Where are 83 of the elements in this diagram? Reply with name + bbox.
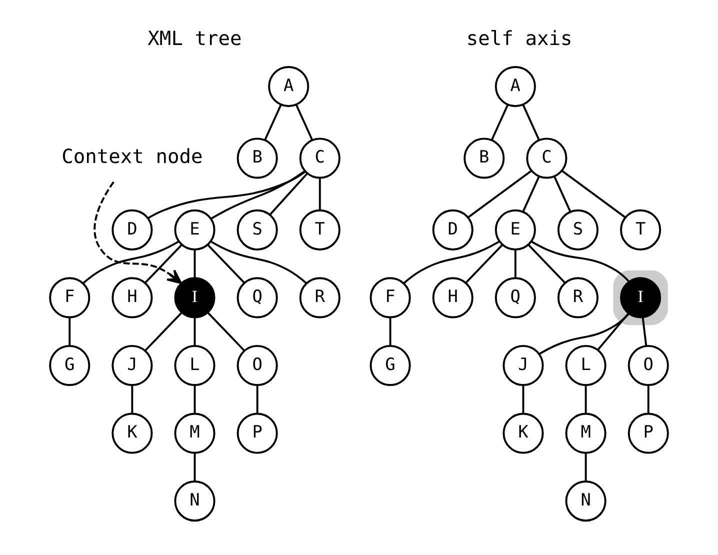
connector	[522, 104, 540, 140]
label: self axis	[466, 26, 572, 50]
connector	[562, 170, 626, 218]
node-circle: F	[370, 277, 411, 318]
node-circle: J	[112, 344, 153, 386]
connector	[465, 244, 503, 284]
node-circle: D	[432, 209, 474, 250]
node-circle: K	[502, 412, 544, 454]
node-circle: G	[370, 344, 411, 386]
node-circle: S	[236, 209, 278, 250]
connector	[389, 318, 392, 346]
connector	[82, 240, 180, 284]
connector	[68, 318, 71, 346]
node-circle: B	[236, 138, 278, 179]
node-circle: H	[112, 277, 153, 318]
node-circle: C	[299, 138, 340, 179]
connector	[642, 317, 648, 346]
node-circle: E	[174, 209, 216, 250]
node-circle: C	[526, 138, 568, 179]
connector	[295, 104, 314, 140]
connector	[269, 172, 308, 216]
node-circle: A	[268, 66, 310, 108]
connector	[467, 170, 532, 218]
node-circle: M	[174, 412, 216, 454]
connector	[207, 244, 245, 284]
connector	[538, 312, 630, 355]
node-circle: N	[565, 480, 606, 522]
node-circle: L	[565, 344, 606, 386]
connector	[194, 453, 196, 482]
connector	[264, 104, 282, 140]
node-circle: Q	[236, 277, 278, 318]
connector	[210, 240, 307, 284]
cluster	[613, 270, 668, 326]
node-circle: P	[236, 412, 278, 454]
node-circle: N	[174, 480, 216, 522]
connector	[194, 250, 196, 278]
node-circle: H	[432, 277, 474, 318]
arrow	[94, 181, 182, 284]
connector	[210, 170, 306, 220]
connector	[318, 178, 321, 210]
connector	[194, 385, 196, 414]
label: XML tree	[148, 26, 242, 50]
connector	[194, 318, 196, 346]
connector	[148, 170, 306, 219]
node-circle: P	[628, 412, 669, 454]
connector	[490, 104, 509, 140]
node-circle: E	[494, 209, 536, 250]
connector	[531, 240, 630, 282]
node-circle: G	[49, 344, 90, 386]
node-text: Context node	[62, 144, 203, 168]
connector	[403, 240, 500, 284]
connector	[553, 176, 572, 212]
node-circle: M	[565, 412, 606, 454]
node-circle: I	[620, 277, 662, 318]
node-circle: R	[299, 277, 340, 318]
connector	[522, 176, 540, 212]
connector	[584, 453, 587, 482]
connector	[207, 312, 245, 352]
node-circle: L	[174, 344, 216, 386]
node-circle: S	[557, 209, 599, 250]
node-circle: D	[112, 209, 153, 250]
node-circle: T	[620, 209, 662, 250]
node-circle: Q	[494, 277, 536, 318]
node-circle: O	[628, 344, 669, 386]
node-circle: F	[49, 277, 90, 318]
connector	[256, 385, 258, 414]
node-circle: J	[502, 344, 544, 386]
node-circle: B	[464, 138, 505, 179]
node-circle: R	[557, 277, 599, 318]
node-circle: I	[174, 277, 216, 318]
connector	[528, 244, 566, 284]
connector	[597, 312, 630, 350]
connector	[144, 312, 182, 352]
connector	[131, 385, 134, 414]
connector	[647, 385, 650, 414]
node-circle: O	[236, 344, 278, 386]
connector	[144, 244, 182, 284]
node-circle: T	[299, 209, 340, 250]
node-circle: A	[494, 66, 536, 108]
connector	[522, 385, 524, 414]
node-circle: K	[112, 412, 153, 454]
connector	[584, 385, 587, 414]
connector	[514, 250, 516, 278]
